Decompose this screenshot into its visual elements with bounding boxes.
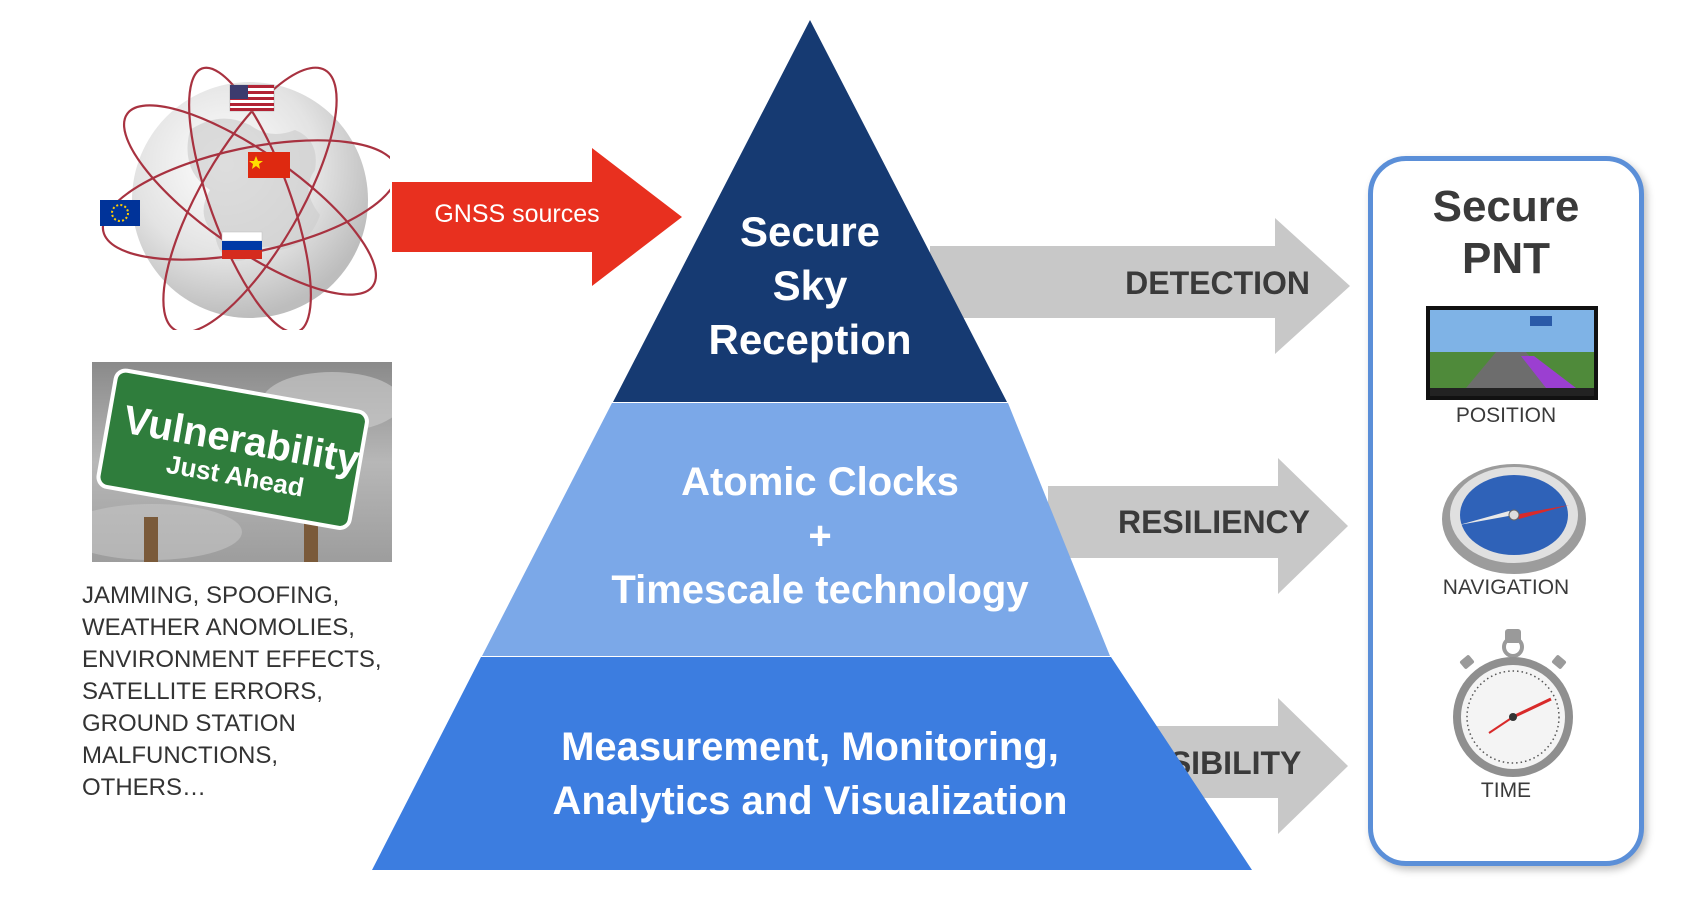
eu-flag-icon (100, 200, 140, 226)
pyramid-middle-tier (482, 403, 1110, 656)
pyramid-top-line-1: Secure (739, 208, 881, 255)
secure-pnt-title-line-2: PNT (1462, 234, 1550, 283)
pyramid-top-line-3: Reception (708, 316, 912, 363)
pyramid-middle-line-2: + (808, 514, 832, 558)
china-flag-icon (248, 152, 290, 178)
pyramid-bottom-line-1: Measurement, Monitoring, (561, 725, 1059, 769)
pyramid-bottom-text: Measurement, Monitoring, Analytics and V… (490, 720, 1130, 828)
globe-orbits-illustration (100, 66, 390, 330)
pyramid-middle-line-1: Atomic Clocks (681, 460, 959, 504)
stopwatch-icon (1453, 629, 1573, 777)
visibility-arrow (1118, 698, 1348, 834)
resiliency-arrow (1048, 458, 1348, 594)
pyramid-bottom-line-2: Analytics and Visualization (552, 779, 1068, 823)
compass-icon (1442, 464, 1586, 574)
russia-flag-icon (221, 231, 263, 259)
secure-pnt-title-line-1: Secure (1432, 182, 1580, 231)
resiliency-label: RESILIENCY (1117, 504, 1310, 540)
vulnerability-sign-photo (92, 362, 392, 562)
position-label: POSITION (1455, 404, 1557, 427)
gps-navigation-screen-icon (1426, 306, 1598, 400)
pyramid-top-line-2: Sky (772, 262, 848, 309)
detection-arrow (930, 218, 1350, 354)
pyramid-middle-line-3: Timescale technology (611, 568, 1029, 612)
pyramid-top-text: Secure Sky Reception (640, 205, 980, 367)
threats-list: JAMMING, SPOOFING, WEATHER ANOMOLIES, EN… (82, 582, 382, 801)
gnss-sources-arrow (392, 148, 682, 286)
detection-label: DETECTION (1125, 265, 1310, 301)
navigation-label: NAVIGATION (1442, 576, 1570, 599)
secure-pnt-box: Secure PNT POSITION NAVIGATION (1368, 156, 1644, 866)
usa-flag-icon (229, 84, 275, 112)
time-label: TIME (1480, 779, 1532, 802)
pyramid-top-tier (613, 20, 1007, 402)
pyramid-bottom-tier (372, 657, 1252, 870)
gnss-sources-label: GNSS sources (434, 200, 600, 228)
pyramid-middle-text: Atomic Clocks + Timescale technology (520, 455, 1120, 617)
